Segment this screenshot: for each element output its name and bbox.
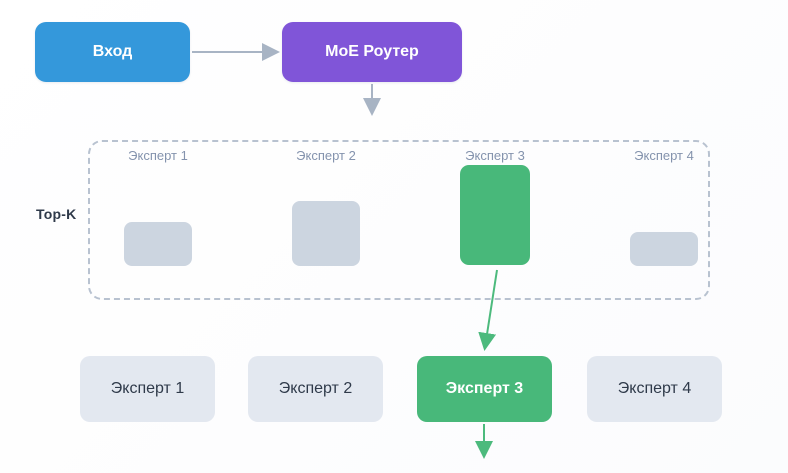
- expert-box-3-selected[interactable]: Эксперт 3: [417, 356, 552, 422]
- topk-bar-3-selected[interactable]: [460, 165, 530, 265]
- expert-box-1-label: Эксперт 1: [110, 379, 185, 397]
- topk-label: Top-K: [36, 206, 77, 222]
- topk-bar-label-1: Эксперт 1: [128, 148, 188, 163]
- topk-bar-label-3: Эксперт 3: [465, 148, 525, 163]
- topk-bar-label-4: Эксперт 4: [634, 148, 694, 163]
- topk-selection-container: [88, 140, 710, 300]
- node-input-label: Вход: [92, 42, 133, 60]
- expert-box-4-label: Эксперт 4: [617, 379, 692, 397]
- topk-bar-1[interactable]: [124, 222, 192, 266]
- expert-box-3-label: Эксперт 3: [445, 379, 524, 397]
- node-moe-router[interactable]: MoE Роутер: [282, 22, 462, 82]
- expert-box-4[interactable]: Эксперт 4: [587, 356, 722, 422]
- node-router-label: MoE Роутер: [325, 42, 419, 60]
- topk-bar-2[interactable]: [292, 201, 360, 266]
- expert-box-2[interactable]: Эксперт 2: [248, 356, 383, 422]
- topk-bar-label-2: Эксперт 2: [296, 148, 356, 163]
- expert-box-1[interactable]: Эксперт 1: [80, 356, 215, 422]
- topk-bar-4[interactable]: [630, 232, 698, 266]
- node-input[interactable]: Вход: [35, 22, 190, 82]
- expert-box-2-label: Эксперт 2: [278, 379, 353, 397]
